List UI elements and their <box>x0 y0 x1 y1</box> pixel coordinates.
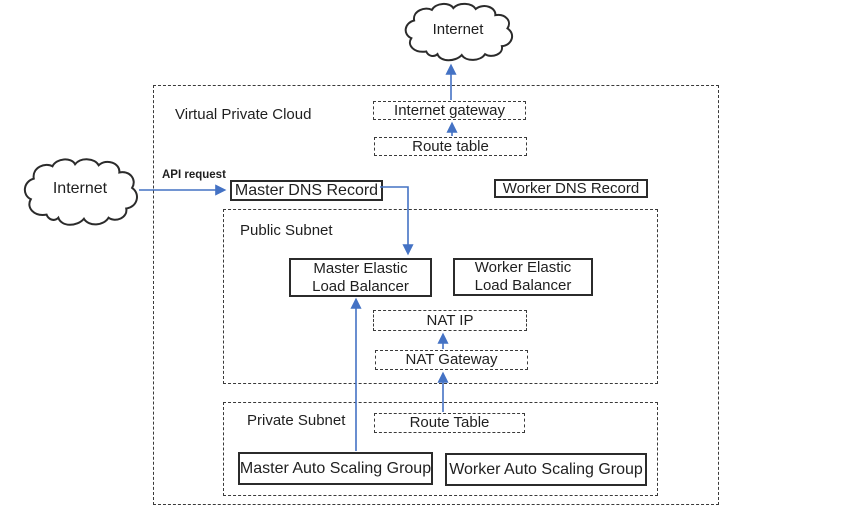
node-route-table-private: Route Table <box>374 413 525 433</box>
node-nat-ip: NAT IP <box>373 310 527 331</box>
node-worker-auto-scaling-group: Worker Auto Scaling Group <box>445 453 647 486</box>
node-label-line2: Load Balancer <box>312 277 409 295</box>
public-subnet-region <box>223 209 658 384</box>
node-route-table-top: Route table <box>374 137 527 156</box>
cloud-icon <box>21 156 139 228</box>
cloud-icon <box>402 1 514 63</box>
node-label-line1: Worker Elastic <box>474 259 572 276</box>
private-subnet-region <box>223 402 658 496</box>
internet-cloud-top: Internet <box>402 1 514 63</box>
public-subnet-label: Public Subnet <box>240 222 333 239</box>
node-master-auto-scaling-group: Master Auto Scaling Group <box>238 452 433 485</box>
node-worker-elastic-load-balancer: Worker Elastic Load Balancer <box>453 258 593 296</box>
api-request-label: API request <box>162 169 226 181</box>
node-master-elastic-load-balancer: Master Elastic Load Balancer <box>289 258 432 297</box>
internet-cloud-left: Internet <box>21 156 139 228</box>
node-internet-gateway: Internet gateway <box>373 101 526 120</box>
node-worker-dns-record: Worker DNS Record <box>494 179 648 198</box>
node-nat-gateway: NAT Gateway <box>375 350 528 370</box>
internet-cloud-top-label: Internet <box>432 20 484 38</box>
vpc-region <box>153 85 719 505</box>
vpc-label: Virtual Private Cloud <box>175 106 312 123</box>
internet-cloud-left-label: Internet <box>52 180 108 197</box>
node-label-line2: Load Balancer <box>474 277 572 294</box>
node-label-line1: Master Elastic <box>313 259 408 277</box>
private-subnet-label: Private Subnet <box>247 412 346 429</box>
node-master-dns-record: Master DNS Record <box>230 180 383 201</box>
